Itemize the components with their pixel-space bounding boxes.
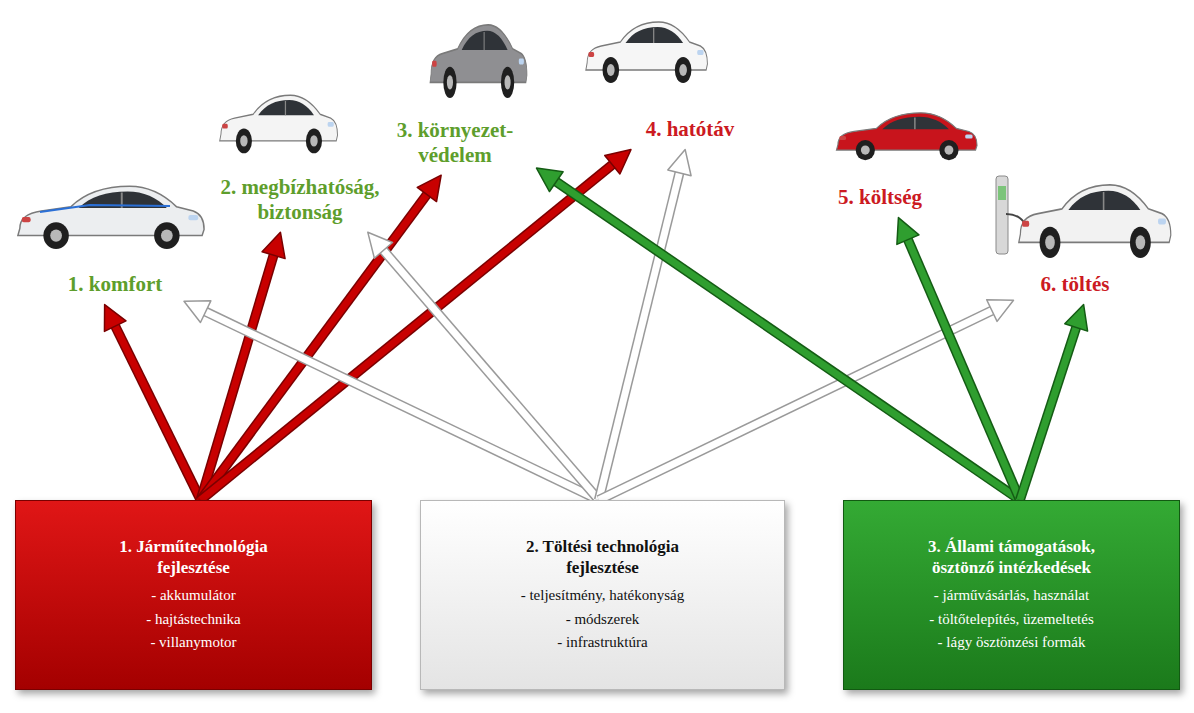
arrow-shaft (1020, 326, 1077, 500)
tesla-model-s (836, 113, 977, 160)
box-item: - járművásárlás, használat (934, 584, 1089, 607)
arrow-connector (368, 232, 599, 500)
arrow-outline (114, 324, 200, 500)
box-item: - villanymotor (150, 631, 236, 654)
arrow-head (1065, 305, 1088, 332)
arrow-connector (537, 168, 1020, 500)
target-label: 1. komfort (54, 272, 176, 297)
arrow-head (897, 218, 919, 245)
arrow-shaft (382, 249, 599, 500)
arrow-connector (104, 305, 200, 500)
arrow-head (184, 301, 211, 323)
target-label: 5. költség (822, 185, 939, 210)
arrow-head (605, 150, 631, 174)
box-heading: 1. Járműtechnológia fejlesztése (91, 536, 296, 579)
factor-box: 1. Járműtechnológia fejlesztése - akkumul… (15, 500, 372, 690)
arrow-outline (204, 311, 599, 500)
box-heading: 2. Töltési technológia fejlesztése (493, 536, 713, 579)
target-label-node: 2. megbízhatóság, biztonság (193, 172, 408, 228)
arrow-outline (555, 181, 1020, 500)
arrow-head (262, 232, 285, 258)
target-label-node: 6. töltés (1018, 269, 1133, 300)
bmw-i8 (18, 186, 204, 249)
box-item: - infrastruktúra (557, 631, 647, 654)
arrow-head (537, 168, 564, 191)
arrow-outline (599, 310, 994, 500)
target-label: 2. megbízhatóság, biztonság (197, 175, 404, 225)
arrow-head (104, 305, 126, 332)
arrow-head (987, 300, 1014, 322)
box-item: - akkumulátor (151, 584, 236, 607)
arrow-connector (184, 301, 599, 500)
bmw-i3 (430, 25, 527, 98)
factor-box: 3. Állami támogatások, ösztönző intézked… (843, 500, 1180, 690)
target-label-node: 1. komfort (50, 269, 180, 300)
arrow-outline (1020, 326, 1077, 500)
renault-zoe (996, 176, 1171, 258)
box-item: - töltőtelepítés, üzemeltetés (929, 608, 1094, 631)
arrow-outline (201, 253, 274, 500)
box-item: - teljesítmény, hatékonyság (521, 584, 685, 607)
box-item: - hajtástechnika (146, 608, 241, 631)
arrow-shaft (201, 253, 274, 500)
arrow-head (668, 150, 691, 176)
target-label-node: 5. költség (818, 182, 943, 213)
box-heading: 3. Állami támogatások, ösztönző intézked… (902, 536, 1122, 579)
factor-box: 2. Töltési technológia fejlesztése - telj… (420, 500, 785, 690)
box-item: - lágy ösztönzési formák (938, 631, 1086, 654)
target-label: 4. hatótáv (629, 117, 751, 142)
vw-egolf (586, 22, 708, 83)
arrow-outline (382, 249, 599, 500)
target-label-node: 4. hatótáv (625, 114, 755, 145)
arrow-head (417, 175, 441, 201)
box-item: - módszerek (566, 608, 640, 631)
arrow-shaft (555, 181, 1020, 500)
arrow-shaft (599, 310, 994, 500)
arrow-shaft (204, 311, 599, 500)
target-label: 6. töltés (1022, 272, 1129, 297)
arrow-shaft (907, 238, 1020, 500)
target-label-node: 3. környezet- védelem (378, 115, 533, 171)
arrow-connector (599, 150, 691, 500)
nissan-leaf (220, 95, 338, 153)
arrow-shaft (114, 324, 200, 500)
arrow-head (368, 232, 393, 258)
target-label: 3. környezet- védelem (382, 118, 529, 168)
arrow-outline (907, 238, 1020, 500)
arrow-connector (897, 218, 1020, 500)
arrow-connector (1020, 305, 1088, 500)
